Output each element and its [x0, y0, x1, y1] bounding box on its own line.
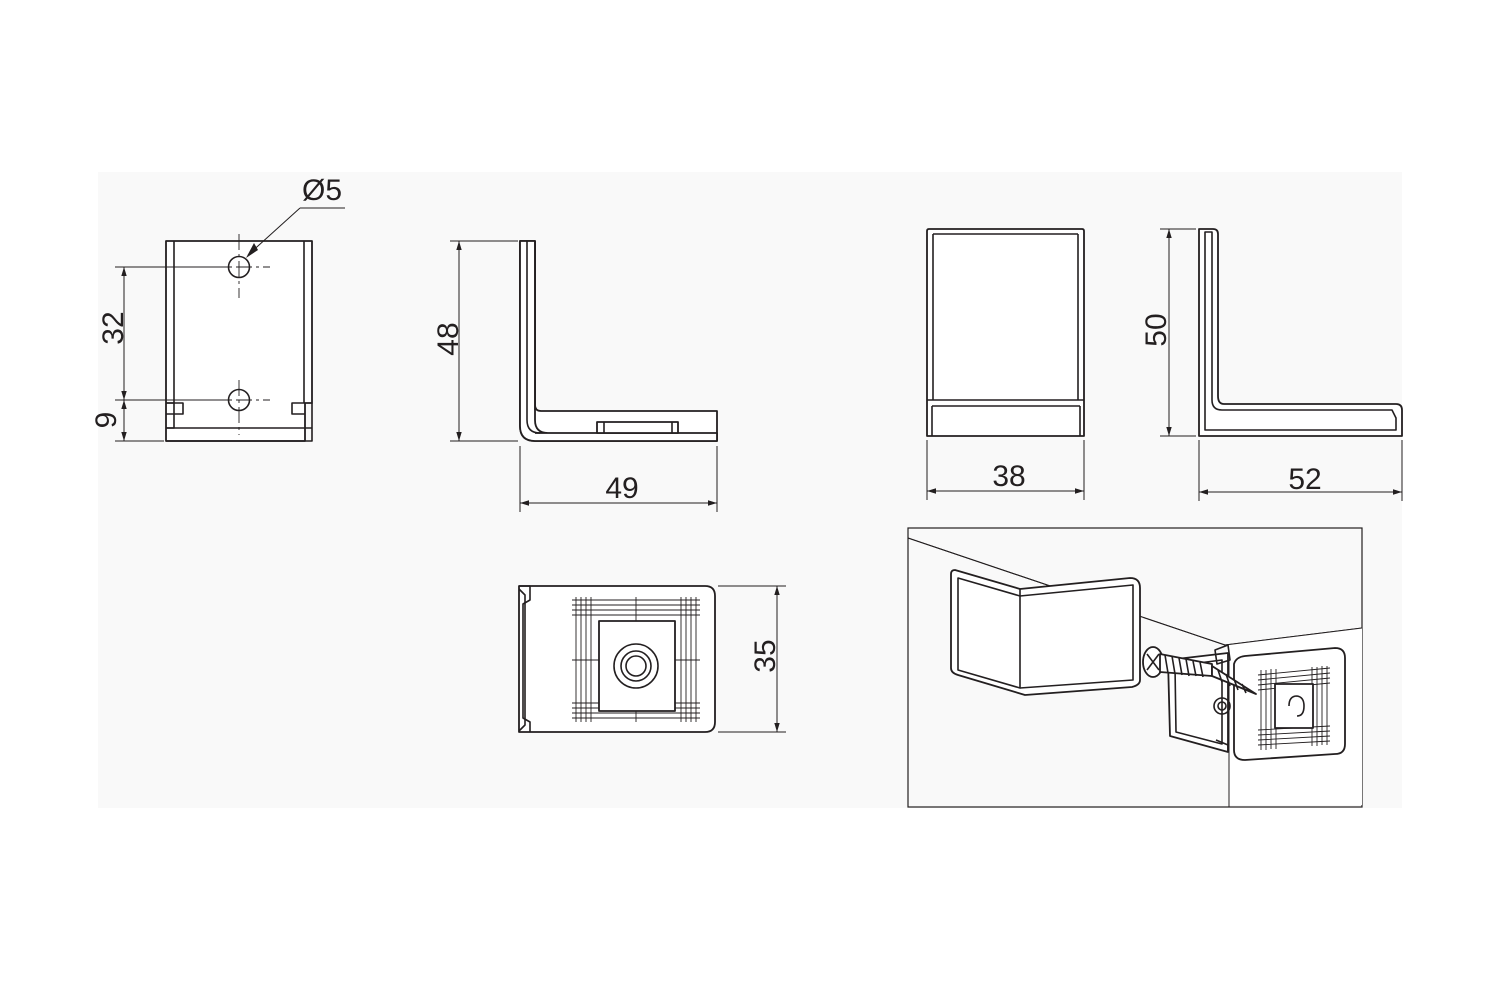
dimension-hole-diameter: Ø5 [302, 174, 342, 207]
front-view-cover: 38 [926, 228, 1085, 500]
dimension-bottom-width: 35 [749, 639, 782, 672]
bottom-view-bracket: 35 [518, 585, 786, 733]
side-view-cover: 50 52 [1140, 228, 1403, 501]
dimension-bracket-depth: 49 [605, 472, 638, 505]
adjust-block [596, 421, 679, 434]
dimension-cover-height: 50 [1140, 313, 1173, 346]
side-view-bracket: 48 49 [432, 240, 718, 512]
dimension-hole-spacing: 32 [97, 311, 130, 344]
dimension-cover-depth: 52 [1288, 463, 1321, 496]
adjust-plate [598, 620, 676, 712]
mounted-bracket [1167, 644, 1346, 761]
dimension-bracket-height: 48 [432, 322, 465, 355]
dimension-cover-width: 38 [992, 460, 1025, 493]
dimension-hole-offset: 9 [90, 412, 123, 429]
screw-icon [1142, 646, 1257, 695]
front-view-bracket: 32 9 Ø5 [90, 174, 345, 442]
cover-part [950, 569, 1141, 696]
installation-illustration [907, 527, 1363, 808]
